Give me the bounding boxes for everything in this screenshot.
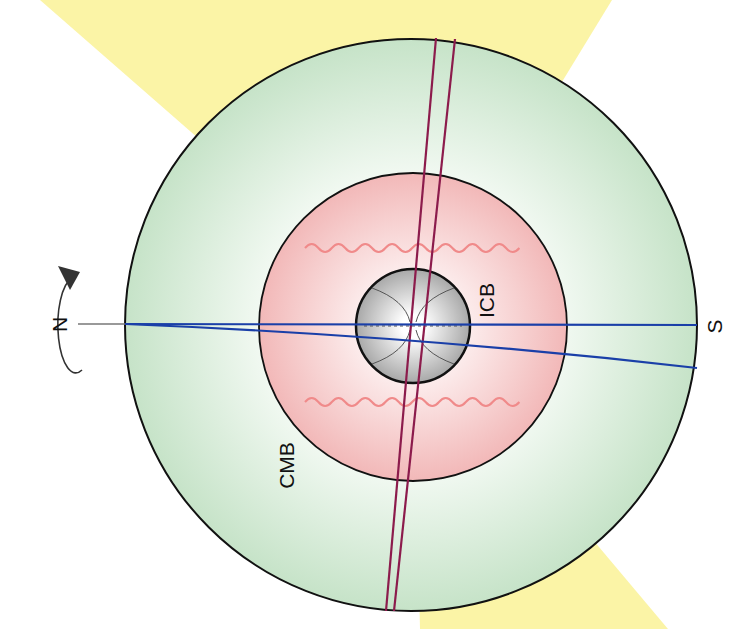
wave <box>305 398 519 406</box>
arrow-head <box>58 266 80 290</box>
boundary-label: ICB <box>476 282 497 317</box>
mantle <box>125 39 697 611</box>
pole-label: S <box>703 319 724 333</box>
ray-path <box>125 324 697 325</box>
inner-core <box>356 269 470 383</box>
rotation-axis <box>78 323 125 325</box>
ray-path <box>125 324 697 368</box>
boundary-label: CMB <box>275 442 296 489</box>
pole-label: N <box>49 316 70 331</box>
wave <box>305 244 519 252</box>
